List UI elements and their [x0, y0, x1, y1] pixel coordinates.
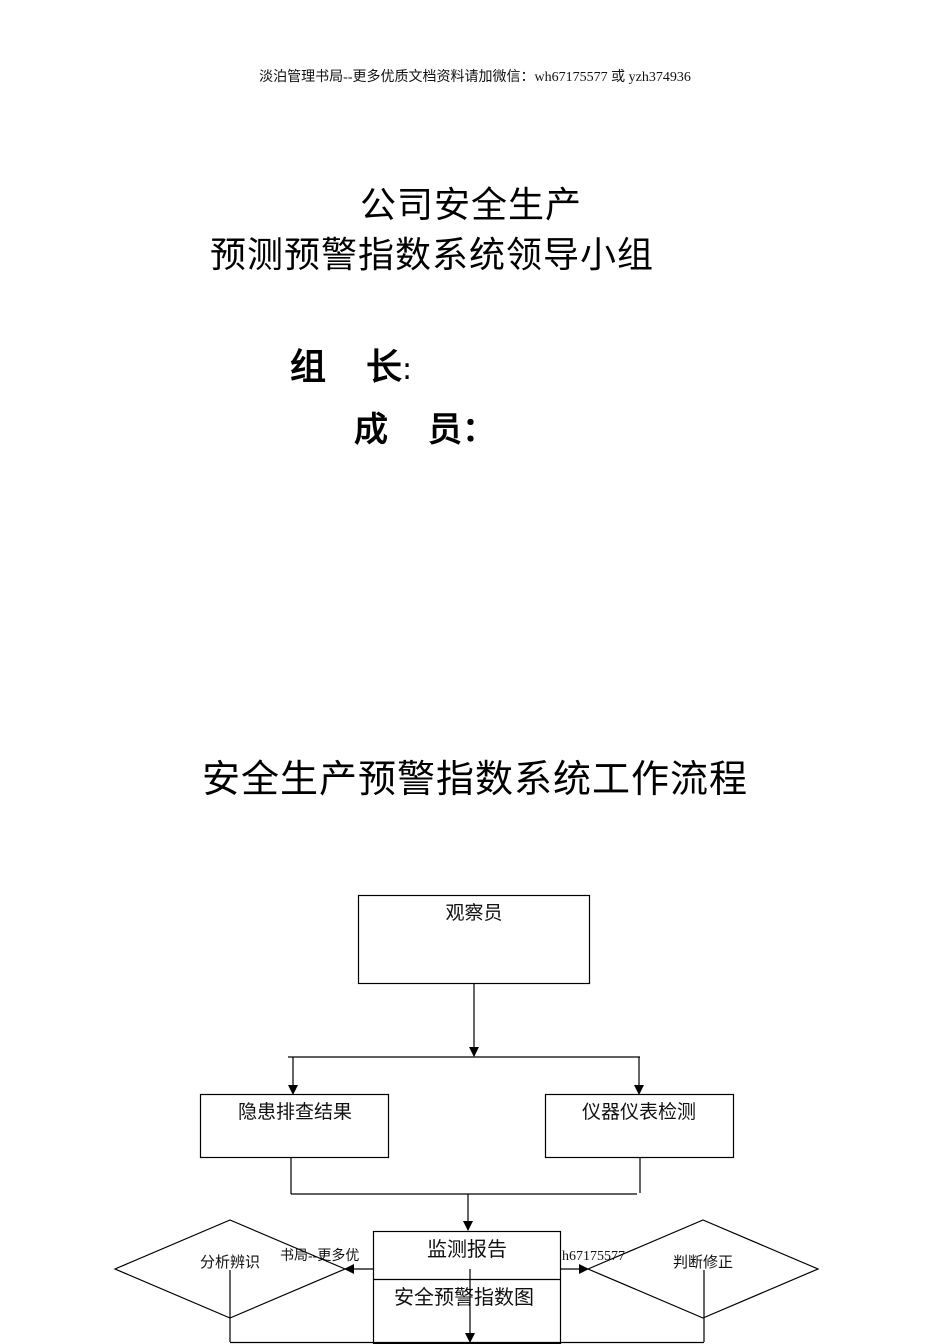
members-label-char2: 员：: [428, 410, 496, 450]
node-observer-label: 观察员: [445, 902, 502, 924]
node-monitoring-report-label: 监测报告: [427, 1237, 507, 1261]
leader-colon: :: [402, 352, 413, 387]
node-correction-label: 判断修正: [673, 1253, 733, 1271]
group-leader-label: 组长:: [290, 338, 412, 390]
node-analysis-label: 分析辨识: [200, 1253, 260, 1271]
node-correction: 判断修正: [586, 1219, 820, 1319]
watermark-fragment-left: 书局--更多优: [280, 1247, 359, 1264]
node-warning-index-chart-label: 安全预警指数图: [394, 1285, 534, 1309]
node-report-stack: 监测报告 安全预警指数图: [372, 1230, 562, 1344]
header-watermark: 淡泊管理书局--更多优质文档资料请加微信：wh67175577 或 yzh374…: [259, 70, 691, 85]
leadership-title-line2: 预测预警指数系统领导小组: [210, 235, 655, 276]
watermark-fragment-right: h67175577: [562, 1249, 625, 1264]
node-instrument-detection-label: 仪器仪表检测: [582, 1101, 696, 1123]
node-hazard-results: 隐患排查结果: [199, 1093, 390, 1159]
members-label: 成员：: [354, 402, 496, 451]
flowchart-title: 安全生产预警指数系统工作流程: [201, 757, 748, 801]
leadership-title-line1: 公司安全生产: [360, 185, 583, 226]
node-hazard-results-label: 隐患排查结果: [238, 1101, 352, 1123]
members-label-char1: 成: [354, 410, 388, 450]
node-instrument-detection: 仪器仪表检测: [544, 1093, 735, 1159]
leader-label-char2: 长: [366, 347, 403, 388]
node-observer: 观察员: [357, 894, 591, 985]
leader-label-char1: 组: [290, 347, 327, 388]
